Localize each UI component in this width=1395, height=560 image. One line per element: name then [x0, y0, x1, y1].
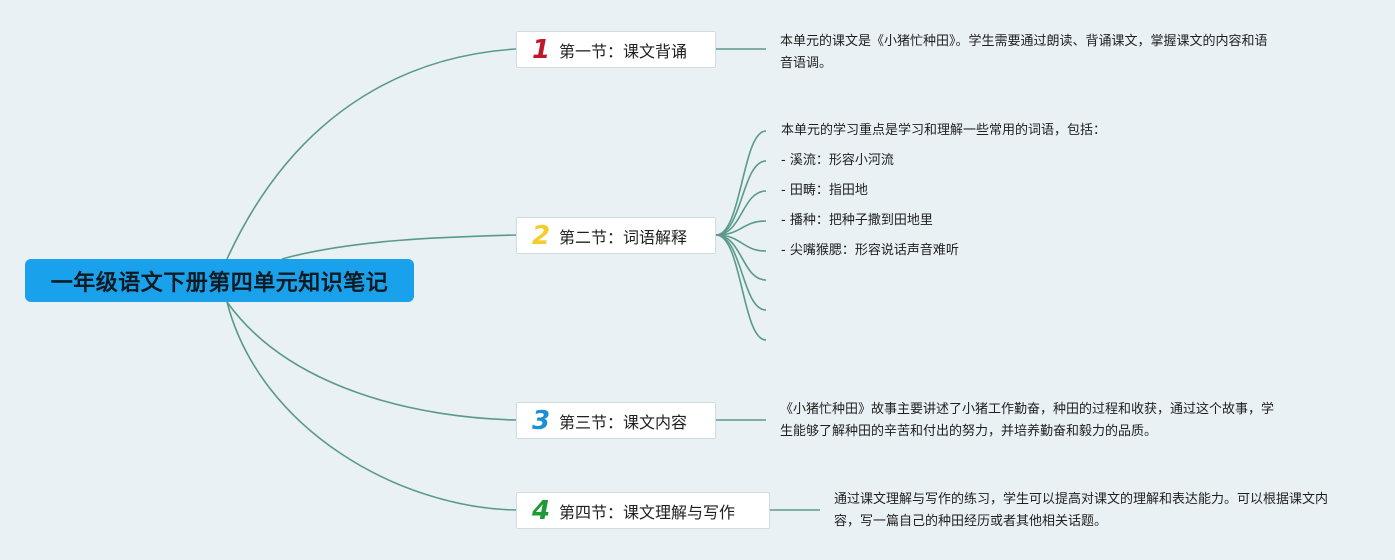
section-2-item-3[interactable]: - 田畴：指田地	[781, 183, 868, 198]
section-note-4[interactable]: 通过课文理解与写作的练习，学生可以提高对课文的理解和表达能力。可以根据课文内容，…	[834, 489, 1334, 533]
section-number-1: 1	[531, 34, 551, 65]
section-2-item-1[interactable]: 本单元的学习重点是学习和理解一些常用的词语，包括：	[781, 123, 1107, 138]
section-note-3-text: 《小猪忙种田》故事主要讲述了小猪工作勤奋，种田的过程和收获，通过这个故事，学生能…	[780, 402, 1275, 439]
section-2-item-5[interactable]: - 尖嘴猴腮：形容说话声音难听	[781, 243, 959, 258]
section-label-3: 第三节：课文内容	[559, 412, 688, 432]
root-node[interactable]: 一年级语文下册第四单元知识笔记	[25, 259, 414, 302]
link-section-2-item-1	[715, 130, 767, 236]
section-number-2: 2	[531, 220, 551, 251]
section-number-3: 3	[531, 405, 551, 436]
link-root-section-1	[226, 48, 517, 260]
section-label-2: 第二节：词语解释	[559, 227, 688, 247]
section-note-3[interactable]: 《小猪忙种田》故事主要讲述了小猪工作勤奋，种田的过程和收获，通过这个故事，学生能…	[780, 399, 1280, 443]
section-node-4[interactable]: 4 第四节：课文理解与写作	[516, 492, 770, 529]
section-node-1[interactable]: 1 第一节：课文背诵	[516, 31, 716, 68]
link-section-2-item-7	[715, 234, 767, 311]
link-section-2-item-3	[715, 190, 767, 236]
section-note-1-text: 本单元的课文是《小猪忙种田》。学生需要通过朗读、背诵课文，掌握课文的内容和语音语…	[780, 34, 1268, 71]
link-section-2-item-8	[715, 234, 767, 341]
link-section-2-item-2	[715, 160, 767, 236]
section-label-1: 第一节：课文背诵	[559, 41, 688, 61]
root-title: 一年级语文下册第四单元知识笔记	[50, 270, 389, 296]
section-2-item-2[interactable]: - 溪流：形容小河流	[781, 153, 894, 168]
section-label-4: 第四节：课文理解与写作	[559, 502, 736, 522]
section-number-4: 4	[531, 495, 551, 526]
section-note-4-text: 通过课文理解与写作的练习，学生可以提高对课文的理解和表达能力。可以根据课文内容，…	[834, 492, 1329, 529]
section-node-2[interactable]: 2 第二节：词语解释	[516, 217, 716, 254]
link-root-section-2	[281, 234, 517, 260]
link-root-section-4	[226, 301, 517, 511]
section-2-item-4[interactable]: - 播种：把种子撒到田地里	[781, 213, 933, 228]
section-node-3[interactable]: 3 第三节：课文内容	[516, 402, 716, 439]
section-note-1[interactable]: 本单元的课文是《小猪忙种田》。学生需要通过朗读、背诵课文，掌握课文的内容和语音语…	[780, 31, 1280, 75]
link-root-section-3	[226, 301, 517, 421]
